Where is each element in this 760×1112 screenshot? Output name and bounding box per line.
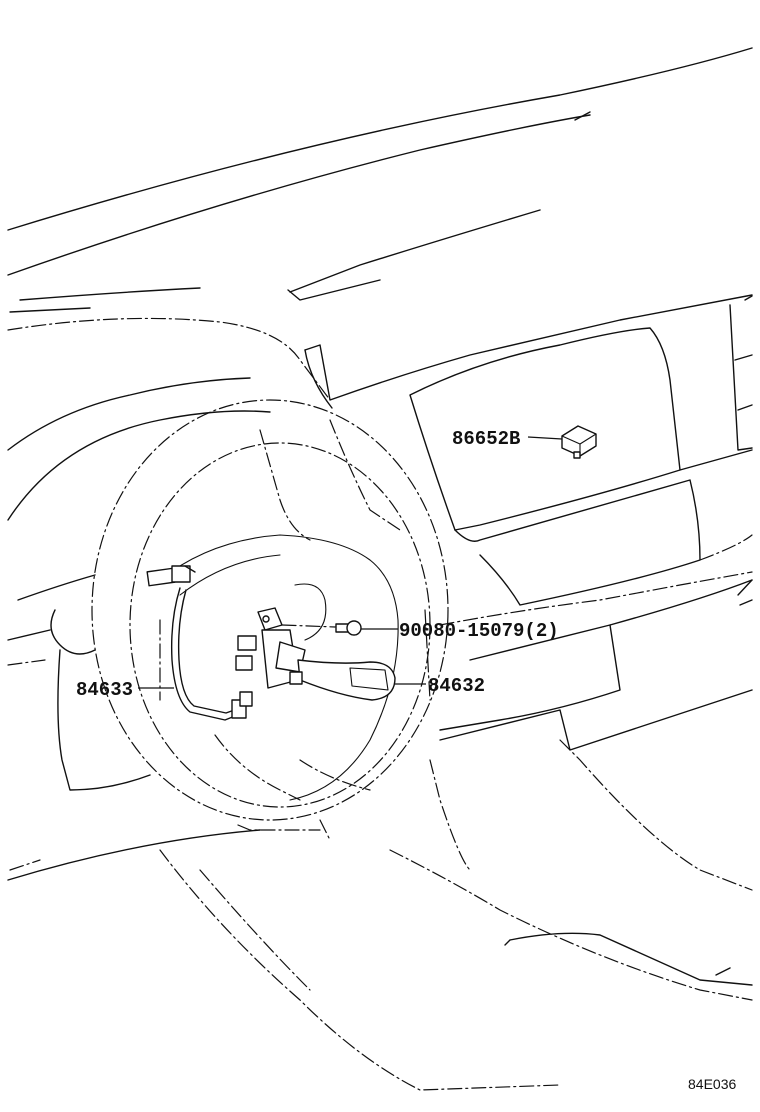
passenger-panel: [409, 327, 753, 606]
switch-84632: [235, 607, 396, 701]
wire-harness-84633: [146, 565, 253, 721]
callout-84633: 84633: [76, 679, 133, 701]
figure-code: 84E036: [688, 1076, 736, 1092]
dashboard-outline: [7, 294, 753, 451]
steering-wheel: [91, 399, 449, 841]
callout-86652B: 86652B: [452, 428, 520, 450]
callout-90080-15079: 90080-15079(2): [399, 620, 559, 642]
callout-leaders: [138, 436, 563, 689]
left-side-lines: [7, 377, 271, 871]
windshield-lines: [7, 47, 753, 313]
lower-dash: [7, 571, 753, 1091]
clip-86652B: [561, 425, 597, 459]
screw-90080: [281, 620, 362, 636]
callout-84632: 84632: [428, 675, 485, 697]
